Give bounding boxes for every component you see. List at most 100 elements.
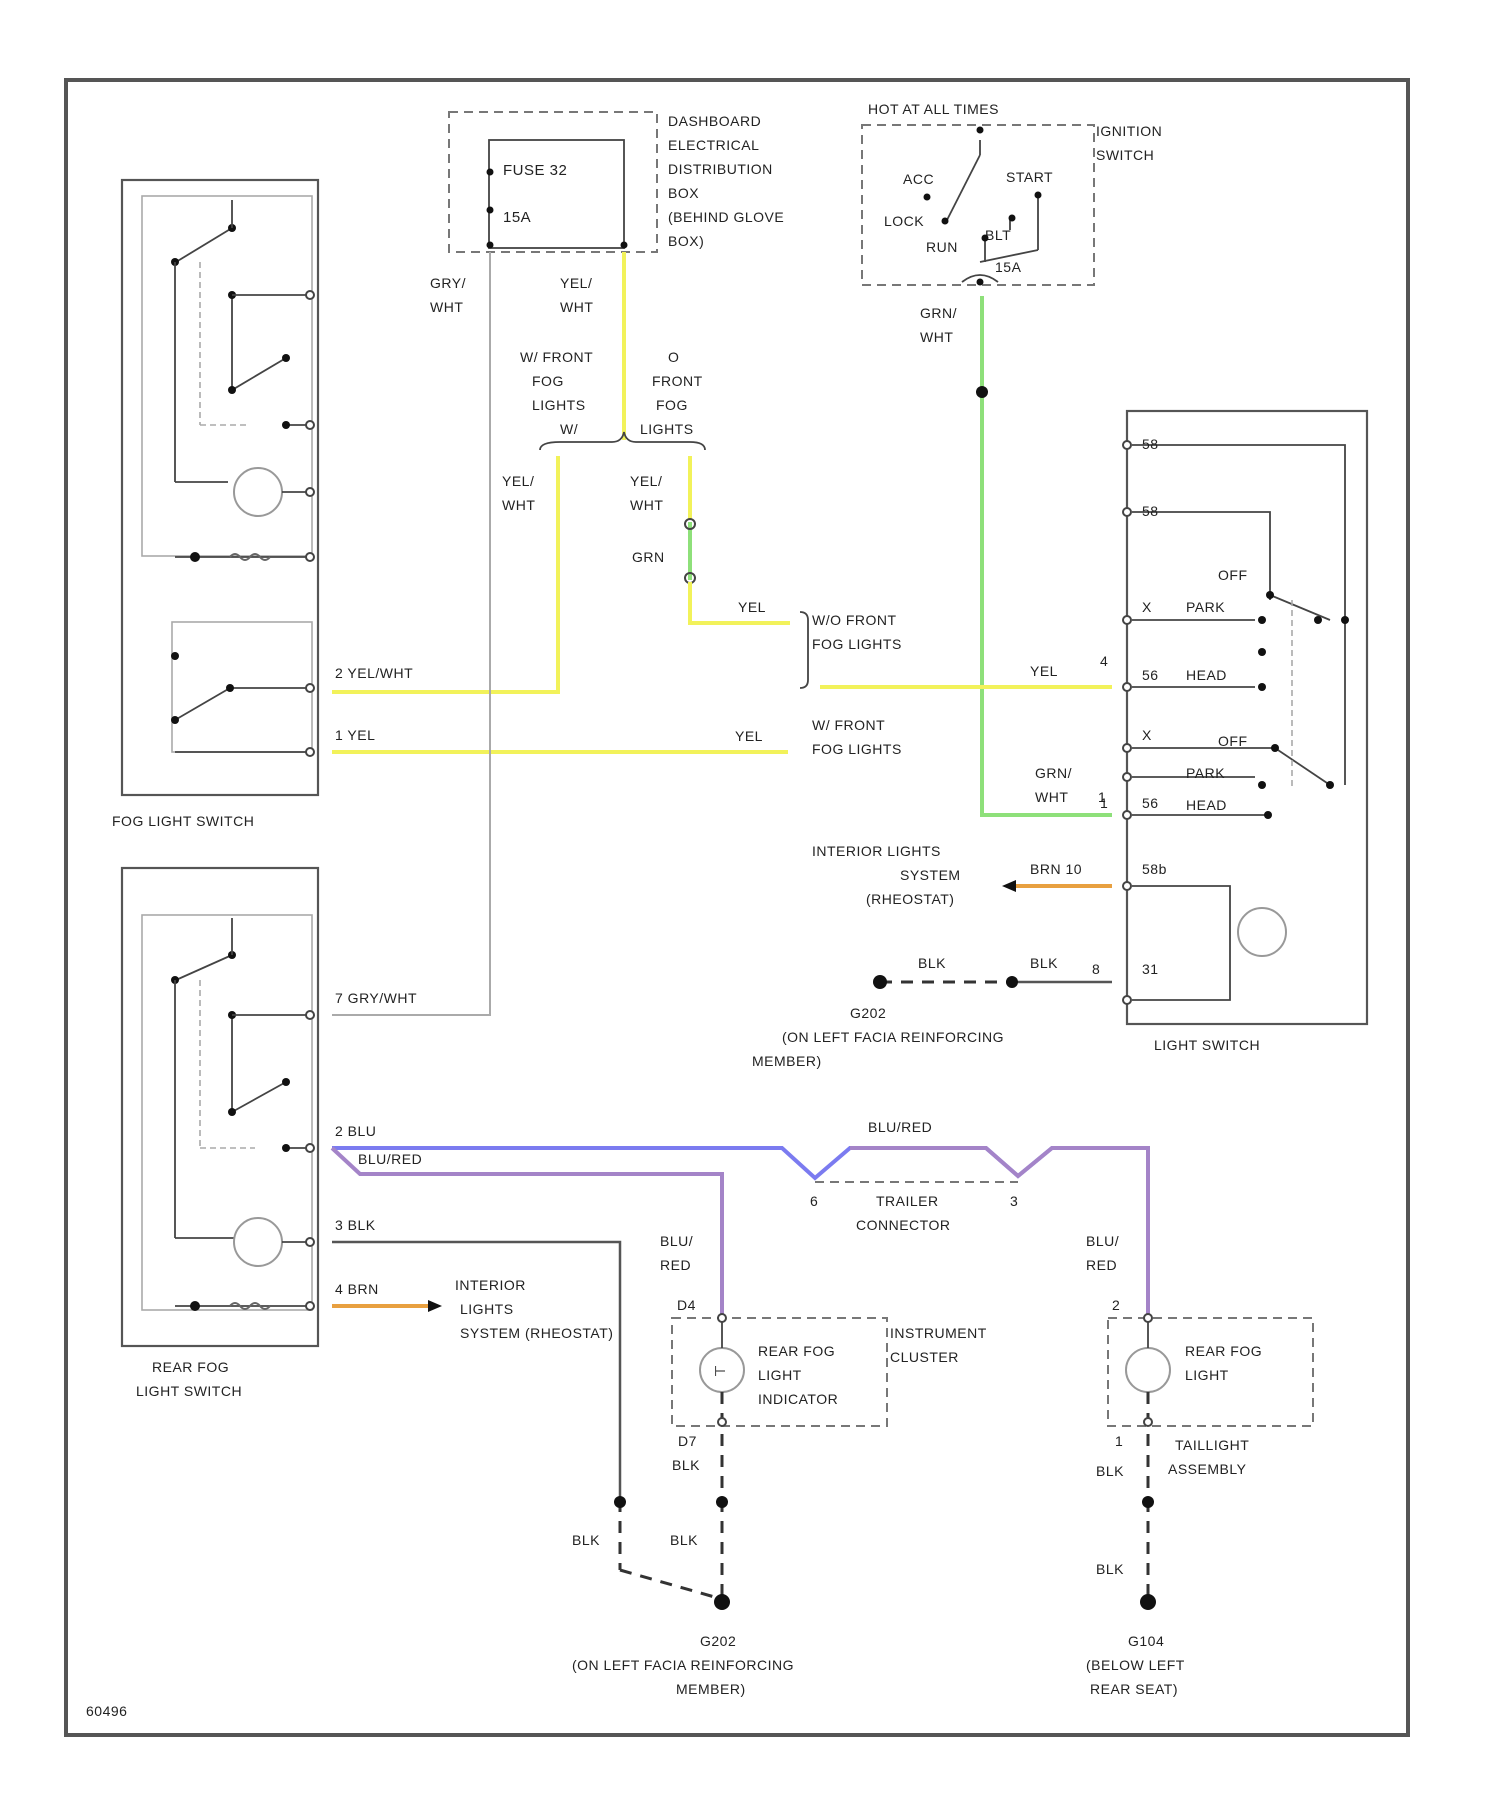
yel-right-label: YEL <box>1030 663 1058 679</box>
pin8-label: 8 <box>1092 961 1100 977</box>
w-front-fog-1: W/ FRONT <box>520 349 593 365</box>
fuse-box-title-6: BOX) <box>668 233 704 249</box>
g202-lower-1: G202 <box>700 1633 736 1649</box>
fuse-label: FUSE 32 <box>503 162 567 179</box>
ls-pin-xb: X <box>1142 727 1152 743</box>
rear-fog-light-title-1: REAR FOG <box>1185 1343 1262 1359</box>
ign-pos-lock: LOCK <box>884 213 924 229</box>
yel-wht-left-2: WHT <box>502 497 535 513</box>
rear-fog-switch-title-2: LIGHT SWITCH <box>136 1383 242 1399</box>
fuse-box: FUSE 32 15A DASHBOARD ELECTRICAL DISTRIB… <box>449 112 784 252</box>
fuse-box-title-3: DISTRIBUTION <box>668 161 773 177</box>
ls-pos-off-2: OFF <box>1218 733 1248 749</box>
cluster-title-1: INSTRUMENT <box>890 1325 987 1341</box>
blk-g104-label: BLK <box>1096 1561 1124 1577</box>
interior-lower-1: INTERIOR <box>455 1277 526 1293</box>
trailer-pin-right: 3 <box>1010 1193 1018 1209</box>
w-front-fog-4: W/ <box>560 421 578 437</box>
wo-front-fog-2: FOG LIGHTS <box>812 636 902 652</box>
blu-red-top-label: BLU/RED <box>868 1119 932 1135</box>
g104-1: G104 <box>1128 1633 1164 1649</box>
pin4-label: 4 <box>1100 653 1108 669</box>
o-front-fog-1: O <box>668 349 679 365</box>
g202-upper-1: G202 <box>850 1005 886 1021</box>
ls-pin-58d: 58b <box>1142 861 1167 877</box>
blk-right-label: BLK <box>1030 955 1058 971</box>
grn-wht-top-1: GRN/ <box>920 305 957 321</box>
ls-pin-31: 31 <box>1142 961 1159 977</box>
indicator-title-3: INDICATOR <box>758 1391 838 1407</box>
yel-wht-left-1: YEL/ <box>502 473 534 489</box>
ls-pos-off-1: OFF <box>1218 567 1248 583</box>
grn-label: GRN <box>632 549 665 565</box>
blk-d7: BLK <box>672 1457 700 1473</box>
ignition-title-2: SWITCH <box>1096 147 1154 163</box>
pin1-tail: 1 <box>1115 1433 1123 1449</box>
ls-pin-56a: 56 <box>1142 667 1159 683</box>
o-front-fog-4: LIGHTS <box>640 421 694 437</box>
rear-fog-switch-title-1: REAR FOG <box>152 1359 229 1375</box>
wire-grn-wht <box>982 296 1112 815</box>
taillight-title-2: ASSEMBLY <box>1168 1461 1247 1477</box>
trailer-connector: 6 3 TRAILER CONNECTOR <box>810 1182 1018 1233</box>
wire-gry-wht <box>332 252 490 1015</box>
pin1-light-label: 1 <box>1098 789 1106 805</box>
cluster-title-2: CLUSTER <box>890 1349 959 1365</box>
blu-red-tail-1: BLU/ <box>1086 1233 1119 1249</box>
rear-fog-light-indicator: ⊢ REAR FOG LIGHT INDICATOR INSTRUMENT CL… <box>660 1233 987 1500</box>
rf-pin3-label: 3 BLK <box>335 1217 376 1233</box>
light-switch: 58 58 X 56 X 56 1 58b 31 OFF PARK HEAD O… <box>1100 411 1367 1053</box>
pin-d7: D7 <box>678 1433 697 1449</box>
yel-wht-mid-2: WHT <box>630 497 663 513</box>
g104-2: (BELOW LEFT <box>1086 1657 1185 1673</box>
fog-switch-title: FOG LIGHT SWITCH <box>112 813 254 829</box>
grn-wht-top-2: WHT <box>920 329 953 345</box>
rear-fog-light: REAR FOG LIGHT TAILLIGHT ASSEMBLY BLU/ R… <box>1086 1233 1313 1500</box>
ign-pos-15a: 15A <box>995 259 1022 275</box>
yel-wht-top-2: WHT <box>560 299 593 315</box>
yel-label-top: YEL <box>738 599 766 615</box>
gry-wht-top-2: WHT <box>430 299 463 315</box>
blk-tail: BLK <box>1096 1463 1124 1479</box>
rf-pin2-label: 2 BLU <box>335 1123 376 1139</box>
ign-pos-acc: ACC <box>903 171 934 187</box>
rf-pin4-label: 4 BRN <box>335 1281 379 1297</box>
gry-wht-top-1: GRY/ <box>430 275 466 291</box>
wo-front-fog-1: W/O FRONT <box>812 612 897 628</box>
o-front-fog-2: FRONT <box>652 373 703 389</box>
g202-lower-3: MEMBER) <box>676 1681 746 1697</box>
o-front-fog-3: FOG <box>656 397 688 413</box>
ground-g104: BLK G104 (BELOW LEFT REAR SEAT) <box>1086 1496 1185 1697</box>
rf-pin7-label: 7 GRY/WHT <box>335 990 417 1006</box>
fuse-box-title-2: ELECTRICAL <box>668 137 759 153</box>
ign-pos-blt: BLT <box>985 227 1011 243</box>
ls-pos-park-2: PARK <box>1186 765 1225 781</box>
blk-g202b-label: BLK <box>670 1532 698 1548</box>
light-switch-title: LIGHT SWITCH <box>1154 1037 1260 1053</box>
indicator-lamp-symbol: ⊢ <box>714 1363 727 1379</box>
blu-red-cluster-1: BLU/ <box>660 1233 693 1249</box>
w-front-fog-right-1: W/ FRONT <box>812 717 885 733</box>
trailer-title-1: TRAILER <box>876 1193 939 1209</box>
yel-bottom-label: YEL <box>735 728 763 744</box>
rear-fog-light-title-2: LIGHT <box>1185 1367 1229 1383</box>
rf-blu-red-label: BLU/RED <box>358 1151 422 1167</box>
fog-light-switch: FOG LIGHT SWITCH <box>112 180 318 829</box>
ignition-switch: HOT AT ALL TIMES IGNITION SWITCH ACC LOC… <box>862 101 1162 286</box>
ignition-title-1: IGNITION <box>1096 123 1162 139</box>
g202-upper-3: MEMBER) <box>752 1053 822 1069</box>
grn-wht-right-1: GRN/ <box>1035 765 1072 781</box>
fuse-box-title-5: (BEHIND GLOVE <box>668 209 784 225</box>
pin1-yel-label: 1 YEL <box>335 727 375 743</box>
interior-upper-3: (RHEOSTAT) <box>866 891 954 907</box>
trailer-title-2: CONNECTOR <box>856 1217 950 1233</box>
pin2-yelwht-label: 2 YEL/WHT <box>335 665 413 681</box>
interior-lower-3: SYSTEM (RHEOSTAT) <box>460 1325 613 1341</box>
diagram-id: 60496 <box>86 1703 127 1719</box>
grn-wht-right-2: WHT <box>1035 789 1068 805</box>
w-front-fog-3: LIGHTS <box>532 397 586 413</box>
ls-pin-56b: 56 <box>1142 795 1159 811</box>
ign-pos-start: START <box>1006 169 1053 185</box>
diagram-frame <box>66 80 1408 1735</box>
